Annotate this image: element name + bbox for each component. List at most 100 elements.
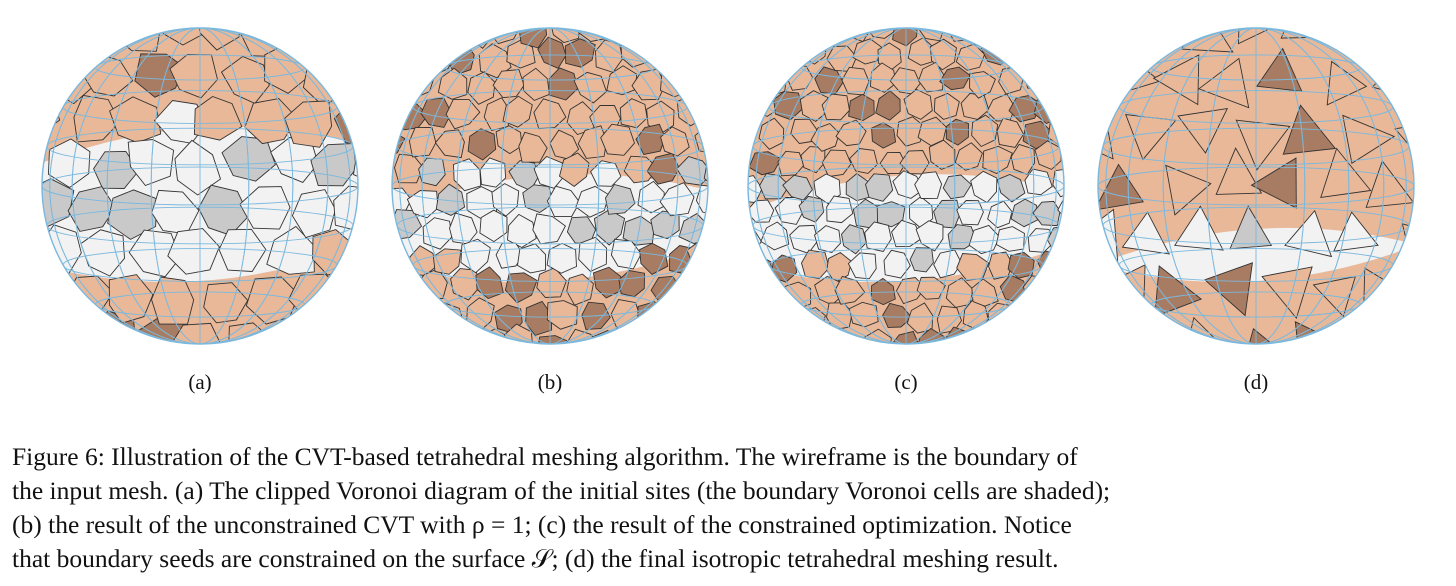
mesh-cell [341,273,370,323]
mesh-cell [1086,210,1118,265]
panel-b-label: (b) [380,370,720,395]
caption-line-2: the input mesh. (a) The clipped Voronoi … [12,474,1448,508]
mesh-cell [783,282,811,309]
mesh-cell [1404,14,1427,62]
mesh-cell [707,44,720,74]
mesh-cell [406,300,436,331]
mesh-cell [710,220,720,251]
mesh-cell [997,326,1024,352]
panel-c-label: (c) [736,370,1076,395]
panel-a-label: (a) [30,370,370,395]
mesh-cell [381,297,404,329]
panel-d-label: (d) [1086,370,1426,395]
mesh-cell [380,243,403,271]
mesh-cell [1025,19,1053,46]
mesh-cell [1349,324,1389,359]
mesh-cell [745,305,773,333]
mesh-cell [391,331,422,359]
figure-panels: (a) (b) (c) (d) [0,0,1456,410]
mesh-cell [756,334,786,359]
panel-d: (d) [1086,14,1426,404]
mesh-cell [48,324,95,359]
mesh-cell [638,302,666,332]
mesh-cell [1068,97,1076,123]
panel-a-sphere [30,14,370,359]
mesh-cell [661,69,692,97]
mesh-cell [1049,280,1076,308]
mesh-cell [1424,276,1426,315]
panel-a: (a) [30,14,370,404]
mesh-cell [1413,171,1426,218]
mesh-cell [390,40,419,71]
mesh-cell [285,14,331,44]
mesh-cell [605,14,633,41]
mesh-cell [389,268,420,303]
mesh-cell [1026,330,1051,359]
mesh-cell [332,14,370,56]
mesh-cell [681,327,710,355]
mesh-cell [1333,14,1381,42]
mesh-cell [763,14,788,37]
panel-b: (b) [380,14,720,404]
mesh-cell [693,68,720,102]
mesh-cell [362,59,371,100]
mesh-cell [679,40,709,68]
mesh-cell [1118,14,1171,43]
caption-line-3: (b) the result of the unconstrained CVT … [12,508,1448,542]
mesh-cell [623,329,652,360]
mesh-cell [1402,224,1426,271]
panel-c-sphere [736,14,1076,359]
mesh-cell [813,328,842,354]
mesh-cell [30,14,66,52]
mesh-cell [1281,14,1327,38]
mesh-cell [664,298,693,326]
mesh-cell [1086,329,1132,359]
mesh-cell [1054,16,1076,46]
mesh-cell [632,14,663,40]
mesh-cell [1064,148,1076,174]
mesh-cell [788,14,817,37]
mesh-cell [653,331,679,359]
mesh-cell [1012,308,1039,335]
mesh-cell [703,276,721,304]
panel-b-sphere [380,14,720,359]
mesh-cell [709,100,720,132]
mesh-cell [745,45,770,70]
mesh-cell [695,14,720,39]
mesh-cell [1037,305,1060,333]
mesh-cell [1052,69,1076,97]
panel-c: (c) [736,14,1076,404]
mesh-cell [1065,39,1076,66]
mesh-cell [423,326,453,354]
mesh-cell [316,325,358,359]
mesh-cell [407,14,439,39]
mesh-cell [362,325,371,359]
mesh-cell [1001,17,1029,46]
mesh-cell [786,330,813,357]
mesh-cell [1051,330,1076,357]
mesh-cell [666,14,694,39]
mesh-cell [1006,40,1038,68]
mesh-cell [778,44,803,71]
mesh-cell [66,14,120,48]
mesh-cell [452,330,479,359]
mesh-cell [30,284,67,328]
mesh-cell [380,74,404,103]
mesh-cell [809,15,838,41]
mesh-cell [113,14,161,51]
mesh-cell [1041,41,1068,70]
mesh-cell [353,228,370,274]
mesh-cell [736,17,760,45]
mesh-cell [736,279,761,304]
mesh-cell [1064,255,1076,281]
mesh-cell [380,14,407,46]
mesh-cell [971,327,997,358]
mesh-cell [704,328,720,359]
caption-line-1: Figure 6: Illustration of the CVT-based … [12,440,1448,474]
figure-caption: Figure 6: Illustration of the CVT-based … [12,440,1448,576]
mesh-cell [736,330,761,356]
mesh-cell [761,69,787,96]
mesh-cell [431,14,461,42]
mesh-cell [1419,47,1426,99]
mesh-cell [1086,14,1112,56]
